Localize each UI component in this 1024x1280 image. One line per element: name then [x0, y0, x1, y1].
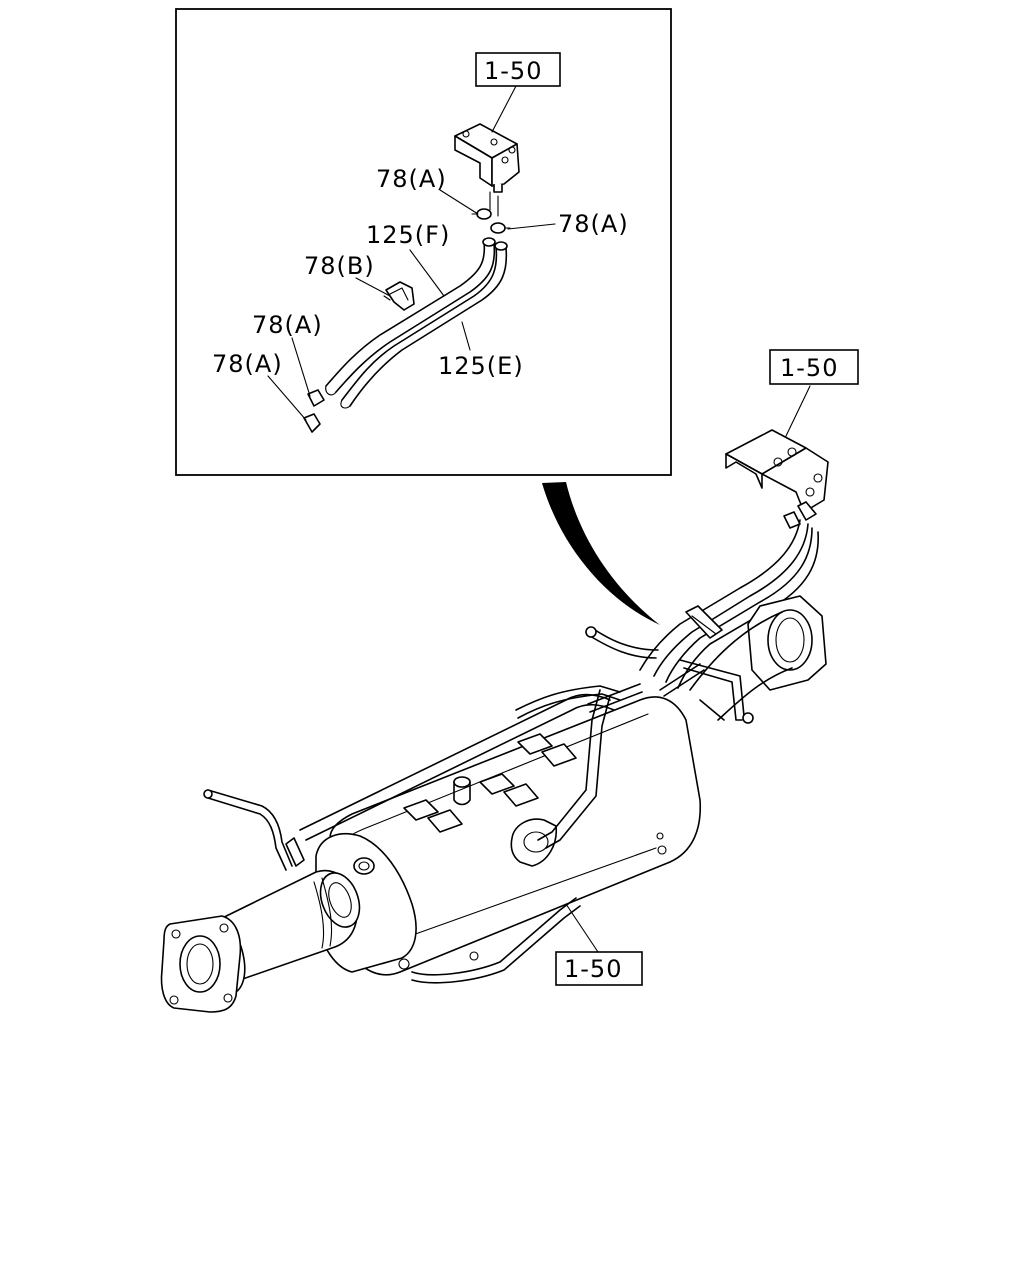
main-sensor-pipes [585, 626, 754, 724]
inset-clamp-78a-upper [471, 208, 511, 234]
label-78a-4: 78(A) [212, 350, 283, 378]
main-pressure-sensor [725, 429, 829, 529]
inset-pressure-sensor [454, 123, 520, 217]
main-dpf-body [315, 696, 702, 976]
inset-ref-box [475, 52, 561, 87]
main-ref-label-sensor: 1-50 [780, 354, 838, 382]
label-78a-2: 78(A) [558, 210, 629, 238]
detail-pointer-arrow [542, 482, 660, 625]
label-78a-1: 78(A) [376, 165, 447, 193]
inset-leader-lines [267, 85, 556, 421]
main-leader-lines [565, 385, 811, 953]
inset-ref-label: 1-50 [484, 57, 542, 85]
main-ref-label-dpf: 1-50 [564, 955, 622, 983]
main-left-rod [203, 789, 305, 871]
main-mounting-rails [299, 683, 643, 984]
inset-clamp-78a-lower [303, 389, 325, 433]
main-inlet-flange [160, 915, 242, 1013]
label-125f: 125(F) [366, 221, 450, 249]
inset-clip-78b [383, 281, 415, 311]
inset-hoses [325, 237, 508, 409]
label-78b: 78(B) [304, 252, 375, 280]
main-ref-box-dpf [555, 951, 643, 986]
main-outlet-flange [689, 595, 827, 721]
inset-frame [175, 8, 672, 476]
label-125e: 125(E) [438, 352, 524, 380]
main-ref-box-sensor [769, 349, 859, 385]
main-hoses [639, 519, 819, 689]
label-78a-3: 78(A) [252, 311, 323, 339]
